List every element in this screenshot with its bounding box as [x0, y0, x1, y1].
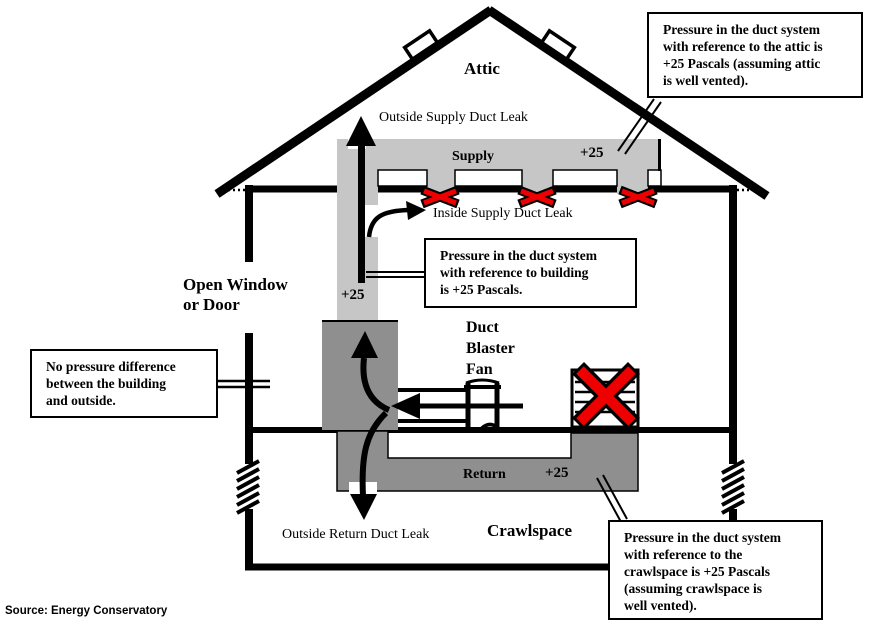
building-callout-line3: is +25 Pascals.: [440, 282, 523, 297]
attic-callout-pointer: [617, 98, 662, 155]
open-window-label: Open Window or Door: [183, 275, 288, 315]
outside-callout-line1: No pressure difference: [46, 359, 176, 374]
duct-blaster-fan-label: Duct Blaster Fan: [466, 317, 515, 380]
crawlspace-callout-line4: (assuming crawlspace is: [624, 581, 762, 596]
attic-pressure-callout: Pressure in the duct system with referen…: [647, 12, 863, 98]
duct-blaster-fan-assembly: [391, 378, 523, 433]
source-attribution: Source: Energy Conservatory: [5, 605, 168, 617]
crawlspace-callout-line5: well vented).: [624, 598, 697, 613]
sealed-supply-register-x-icon-1: [420, 185, 460, 209]
building-callout-line2: with reference to building: [440, 265, 589, 280]
building-callout-line1: Pressure in the duct system: [440, 248, 597, 263]
roof: [214, 6, 770, 200]
sealed-supply-registers: [420, 185, 658, 209]
supply-pressure-value: +25: [580, 145, 604, 161]
crawlspace-callout-line2: with reference to the: [624, 547, 743, 562]
inside-supply-leak-hole: [363, 205, 378, 237]
attic-callout-line4: is well vented).: [663, 73, 749, 88]
roof-vent-left-icon: [402, 28, 440, 62]
right-wall-leakage-hatch-icon: [721, 459, 745, 515]
return-duct-label: Return: [463, 467, 506, 482]
outside-supply-leak-label: Outside Supply Duct Leak: [379, 110, 528, 125]
callout-pointers: [366, 98, 662, 523]
building-pressure-callout: Pressure in the duct system with referen…: [424, 238, 637, 308]
outside-pressure-callout: No pressure difference between the build…: [30, 349, 218, 418]
fan-label-line2: Blaster: [466, 340, 515, 357]
attic-callout-line3: +25 Pascals (assuming attic: [663, 56, 821, 71]
crawlspace-callout-line1: Pressure in the duct system: [624, 530, 781, 545]
trunk-pressure-value: +25: [341, 287, 365, 303]
attic-label: Attic: [464, 59, 500, 78]
fan-flow-arrowhead: [391, 393, 420, 419]
return-duct: [336, 430, 639, 493]
roof-vent-right-icon: [539, 28, 577, 62]
duct-blaster-fan-icon: [464, 378, 501, 433]
outside-pressure-tap-line: [218, 379, 270, 389]
open-window-label-line2: or Door: [183, 295, 240, 314]
attic-callout-line2: with reference to the attic is: [663, 39, 823, 54]
fan-label-line1: Duct: [466, 319, 499, 336]
building-callout-pointer: [366, 271, 424, 278]
attic-callout-line1: Pressure in the duct system: [663, 22, 820, 37]
supply-boot-boxes: [377, 169, 662, 187]
crawlspace-callout-pointer: [596, 474, 628, 523]
air-handler-up-arrow: [351, 331, 391, 413]
airflow-arrows: [346, 116, 426, 520]
sealed-return-register-x-icon: [571, 361, 641, 431]
left-wall-leakage-hatch-icon: [236, 459, 260, 515]
fan-label-line3: Fan: [466, 361, 493, 378]
supply-duct-band: [337, 139, 661, 172]
sealed-supply-register-x-icon-3: [618, 185, 658, 209]
return-register: [570, 361, 641, 431]
crawlspace-callout-line3: crawlspace is +25 Pascals: [624, 564, 771, 579]
supply-duct-label: Supply: [452, 149, 495, 164]
sealed-supply-register-x-icon-2: [517, 185, 557, 209]
air-handler: [322, 320, 398, 430]
crawlspace-pressure-callout: Pressure in the duct system with referen…: [608, 520, 823, 620]
return-pressure-value: +25: [545, 465, 569, 481]
open-window-label-line1: Open Window: [183, 275, 288, 294]
inside-supply-leak-label: Inside Supply Duct Leak: [433, 206, 573, 221]
roof-left-slope: [214, 6, 494, 198]
crawlspace-label: Crawlspace: [487, 521, 572, 540]
outside-callout-line3: and outside.: [46, 393, 116, 408]
inside-supply-leak-arrow: [366, 201, 426, 238]
outside-callout-line2: between the building: [46, 376, 167, 391]
roof-right-slope: [486, 6, 770, 200]
outside-return-leak-label: Outside Return Duct Leak: [282, 527, 430, 542]
outside-return-leak-arrow: [350, 410, 389, 520]
ceiling-line: [218, 185, 756, 193]
outside-supply-leak-arrow: [346, 116, 376, 283]
